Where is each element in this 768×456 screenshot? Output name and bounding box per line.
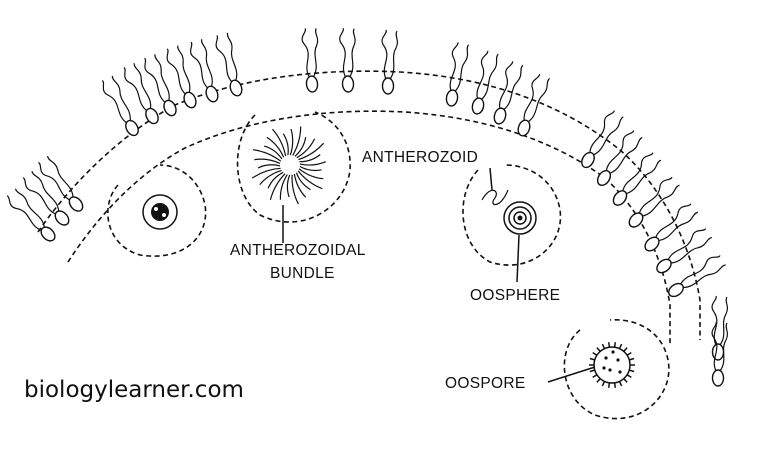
antherozoid-cell	[581, 110, 624, 169]
oospore-spine	[623, 347, 628, 352]
oospore-spine	[592, 374, 598, 379]
oospore-spine	[607, 342, 611, 348]
oospore-granule	[618, 370, 622, 374]
label-antherozoidal-bundle-line1: ANTHEROZOIDAL	[230, 242, 366, 259]
oospore-granule	[604, 356, 608, 360]
oospore-spine	[589, 357, 595, 361]
leader-oospore	[547, 366, 596, 383]
antherozoid-cell	[668, 255, 726, 298]
free-antherozoid	[481, 189, 509, 206]
antherozoid-cell	[656, 228, 713, 274]
oospore-spine	[618, 343, 623, 349]
antherozoid-cell	[339, 27, 356, 93]
bundle-strand	[299, 161, 327, 166]
bundle-strand	[298, 142, 325, 161]
antherozoid-cell	[381, 29, 399, 95]
oospore-spine	[607, 382, 611, 388]
bundle-strand	[295, 172, 311, 191]
bundle-strand	[292, 126, 302, 156]
bundle-strand	[252, 149, 282, 162]
antherozoid-cell	[517, 74, 551, 137]
oosphere	[503, 201, 537, 235]
cell-pouch-left	[107, 164, 207, 257]
label-oospore: OOSPORE	[445, 375, 525, 392]
label-antherozoidal-bundle-line2: BUNDLE	[270, 265, 335, 282]
antherozoid-cell	[628, 176, 680, 228]
oospore	[589, 342, 635, 388]
bundle-strand	[272, 128, 287, 157]
antherozoid-cell	[301, 28, 319, 93]
antherozoid-cell	[596, 130, 643, 187]
antherozoid-cell	[166, 45, 197, 109]
label-antherozoid: ANTHEROZOID	[362, 149, 478, 166]
antherozoid-cell	[644, 203, 699, 252]
antherozoid-cell	[711, 321, 729, 387]
bundle-strand	[296, 138, 316, 159]
bundle-strand	[299, 154, 321, 163]
zygote-cell	[142, 194, 178, 230]
oospore-spine	[629, 357, 635, 361]
bundle-strand	[251, 167, 281, 179]
oospore-spine	[601, 343, 606, 349]
antherozoid-cell	[38, 155, 84, 212]
antherozoid-cell	[215, 32, 243, 97]
antherozoid-cell	[22, 170, 70, 226]
antheridium-pouch	[236, 111, 351, 223]
oospore-spine	[596, 378, 601, 383]
bundle-strand	[293, 173, 307, 198]
antherozoid-cell	[493, 61, 524, 125]
bundle-strand	[279, 174, 288, 200]
oospore-spine	[618, 381, 623, 387]
oospore-spine	[626, 351, 632, 356]
flagellate-cells	[6, 27, 729, 387]
bundle-strand	[298, 168, 324, 180]
bundle-strand	[299, 165, 322, 172]
leader-antherozoid	[489, 167, 493, 191]
oospore-granule	[602, 366, 606, 370]
oospore-spine	[596, 347, 601, 352]
bundle-strand	[291, 174, 299, 205]
oospore-spine	[613, 382, 617, 388]
bundle-strand	[254, 158, 281, 165]
bundle-strand	[286, 174, 291, 198]
oospore-spine	[592, 351, 598, 356]
antherozoid-cell	[445, 42, 470, 107]
oospore-pouch	[563, 319, 670, 420]
oospore-granule	[616, 358, 620, 362]
bundle-strand	[259, 169, 282, 185]
antherozoid-cell	[6, 188, 56, 242]
antherozoid-cell	[612, 152, 662, 206]
bundle-strand	[297, 170, 323, 190]
bundle-strand	[267, 171, 284, 189]
bundle-strand	[294, 137, 307, 157]
watermark: biologylearner.com	[24, 377, 244, 403]
colony-wall-inner	[67, 110, 671, 345]
oospore-spine	[601, 381, 606, 387]
oospore-spine	[613, 342, 617, 348]
bundle-strand	[257, 164, 281, 169]
oospore-spine	[629, 369, 635, 373]
bundle-strand	[289, 128, 294, 156]
label-oosphere: OOSPHERE	[470, 287, 560, 304]
oospore-granule	[608, 368, 612, 372]
bundle-strand	[269, 173, 286, 201]
antherozoid-cell	[101, 75, 139, 137]
bundle-strand	[264, 145, 283, 160]
oospore-spine	[589, 369, 595, 373]
antherozoid-cell	[190, 39, 219, 103]
oospore-granule	[611, 350, 615, 354]
oogonium-pouch	[462, 164, 562, 266]
bundle-strand	[266, 136, 285, 158]
antherozoid-cell	[123, 63, 159, 125]
antherozoid-cell	[144, 54, 177, 117]
oospore-spine	[626, 374, 632, 379]
leader-oosphere	[516, 234, 520, 283]
antherozoid-cell	[471, 50, 499, 115]
colony-wall-outer	[37, 70, 701, 340]
antherozoidal-bundle	[251, 126, 327, 205]
bundle-strand	[282, 133, 289, 156]
oospore-spine	[623, 378, 628, 383]
